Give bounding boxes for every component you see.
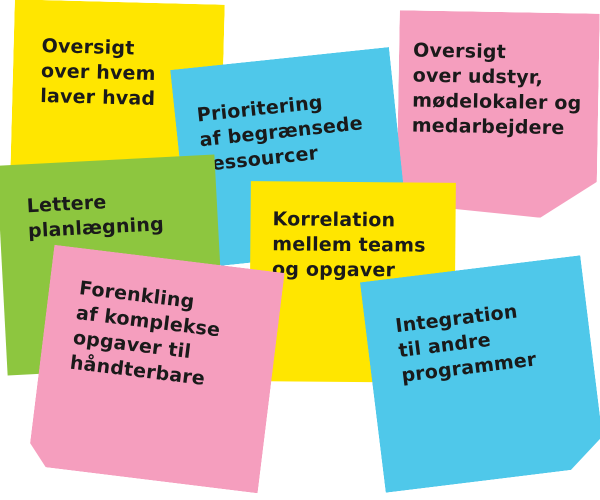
note-text: Korrelation mellem teams og opgaver — [272, 208, 426, 282]
sticky-note-integration: Integration til andre programmer — [360, 255, 600, 492]
note-text: Integration til andre programmer — [394, 300, 538, 387]
sticky-note-simplification: Forenkling af komplekse opgaver til hånd… — [27, 245, 284, 494]
note-text: Oversigt over udstyr, mødelokaler og med… — [411, 39, 582, 140]
note-text: Prioritering af begrænsede ressourcer — [195, 91, 364, 177]
note-text: Forenkling af komplekse opgaver til hånd… — [68, 277, 222, 390]
note-text: Lettere planlægning — [26, 191, 165, 243]
note-text: Oversigt over hvem laver hvad — [40, 35, 156, 110]
